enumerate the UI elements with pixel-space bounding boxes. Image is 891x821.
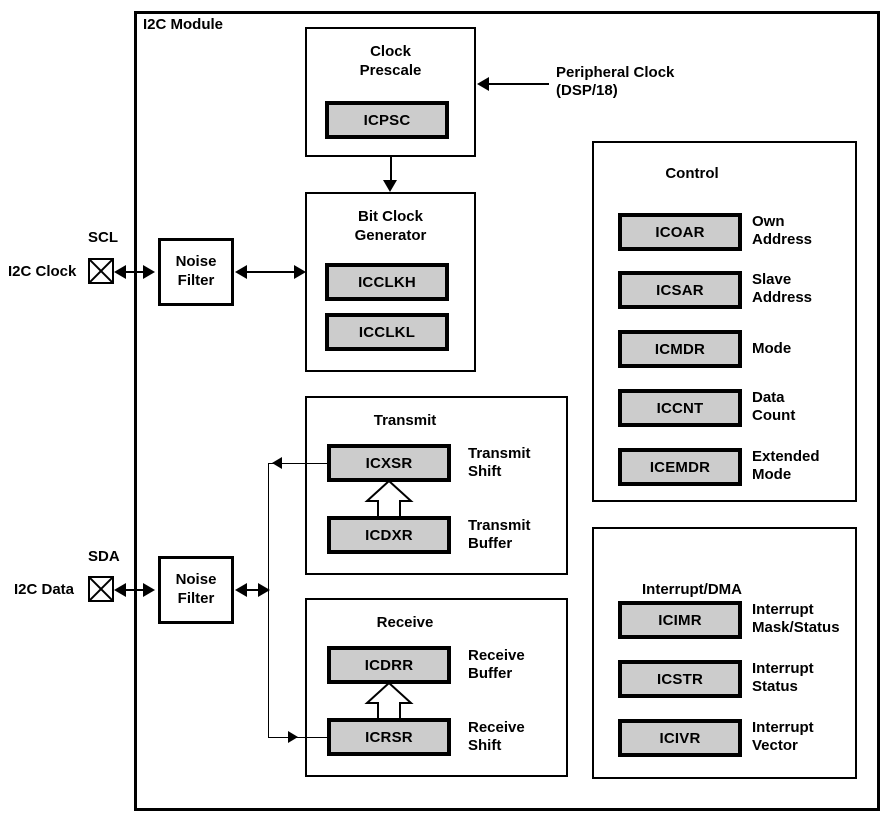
sda-bus-to-icxsr-wire	[268, 463, 328, 464]
scl-pin-to-filter-wire	[122, 271, 152, 273]
register-icsar[interactable]: ICSAR	[618, 271, 742, 309]
register-icstr[interactable]: ICSTR	[618, 660, 742, 698]
transmit-buffer-to-shift-arrow	[359, 481, 419, 517]
control-panel	[592, 141, 857, 502]
receive-shift-label: Receive Shift	[468, 719, 525, 754]
interrupt-dma-title: Interrupt/DMA	[642, 581, 742, 598]
control-data-count-label: Data Count	[752, 389, 796, 424]
sda-bus-trunk	[268, 463, 269, 737]
register-icemdr[interactable]: ICEMDR	[618, 448, 742, 486]
register-icdrr[interactable]: ICDRR	[327, 646, 451, 684]
sda-pin-arrowhead	[114, 583, 126, 597]
sda-filter-to-bus-wire	[241, 589, 269, 591]
i2c-data-label: I2C Data	[14, 581, 75, 598]
scl-filter-out-arrowhead	[235, 265, 247, 279]
register-icmdr[interactable]: ICMDR	[618, 330, 742, 368]
prescale-to-bitclock-wire	[390, 157, 392, 180]
peripheral-clock-wire	[489, 83, 549, 85]
sda-filter-out-arrowhead	[235, 583, 247, 597]
i2c-clock-label: I2C Clock	[8, 263, 77, 280]
scl-pin-symbol	[88, 258, 114, 284]
transmit-buffer-label: Transmit Buffer	[468, 517, 531, 552]
register-icivr[interactable]: ICIVR	[618, 719, 742, 757]
receive-shift-to-buffer-arrow	[359, 683, 419, 719]
register-icxsr[interactable]: ICXSR	[327, 444, 451, 482]
bit-clock-generator-title: Bit Clock Generator	[354, 208, 427, 244]
noise-filter-clock	[158, 238, 234, 306]
control-mode-label: Mode	[752, 340, 792, 357]
register-icrsr[interactable]: ICRSR	[327, 718, 451, 756]
transmit-shift-label: Transmit Shift	[468, 445, 531, 480]
noise-filter-data	[158, 556, 234, 624]
scl-filter-in-arrowhead	[143, 265, 155, 279]
register-icpsc[interactable]: ICPSC	[325, 101, 449, 139]
noise-filter-data-label: Noise Filter	[175, 571, 217, 607]
sda-bus-to-icrsr-wire	[268, 737, 328, 738]
control-own-address-label: Own Address	[752, 213, 813, 248]
sda-bus-in-arrowhead	[258, 583, 270, 597]
icrsr-in-arrowhead	[288, 731, 298, 743]
module-title: I2C Module	[143, 16, 224, 33]
register-icdxr[interactable]: ICDXR	[327, 516, 451, 554]
register-iccnt[interactable]: ICCNT	[618, 389, 742, 427]
scl-filter-to-bitclock-wire	[241, 271, 297, 273]
register-icclkl[interactable]: ICCLKL	[325, 313, 449, 351]
receive-title: Receive	[376, 614, 434, 631]
sda-pin-to-filter-wire	[122, 589, 152, 591]
interrupt-status-label: Interrupt Status	[752, 660, 814, 695]
control-extended-mode-label: Extended Mode	[752, 448, 820, 483]
sda-filter-in-arrowhead	[143, 583, 155, 597]
control-title: Control	[665, 165, 719, 182]
peripheral-clock-label: Peripheral Clock (DSP/18)	[556, 64, 675, 99]
sda-pin-name: SDA	[88, 548, 120, 565]
interrupt-vector-label: Interrupt Vector	[752, 719, 814, 754]
register-icoar[interactable]: ICOAR	[618, 213, 742, 251]
register-icimr[interactable]: ICIMR	[618, 601, 742, 639]
receive-buffer-label: Receive Buffer	[468, 647, 525, 682]
sda-pin-symbol	[88, 576, 114, 602]
bitclock-in-arrowhead	[294, 265, 306, 279]
scl-pin-name: SCL	[88, 229, 118, 246]
noise-filter-clock-label: Noise Filter	[175, 253, 217, 289]
clock-prescale-title: Clock Prescale	[359, 43, 422, 79]
peripheral-clock-arrowhead	[477, 77, 489, 91]
register-icclkh[interactable]: ICCLKH	[325, 263, 449, 301]
control-slave-address-label: Slave Address	[752, 271, 813, 306]
prescale-to-bitclock-arrowhead	[383, 180, 397, 192]
scl-pin-arrowhead	[114, 265, 126, 279]
interrupt-mask-status-label: Interrupt Mask/Status	[752, 601, 840, 636]
icxsr-in-arrowhead	[272, 457, 282, 469]
transmit-title: Transmit	[373, 412, 437, 429]
